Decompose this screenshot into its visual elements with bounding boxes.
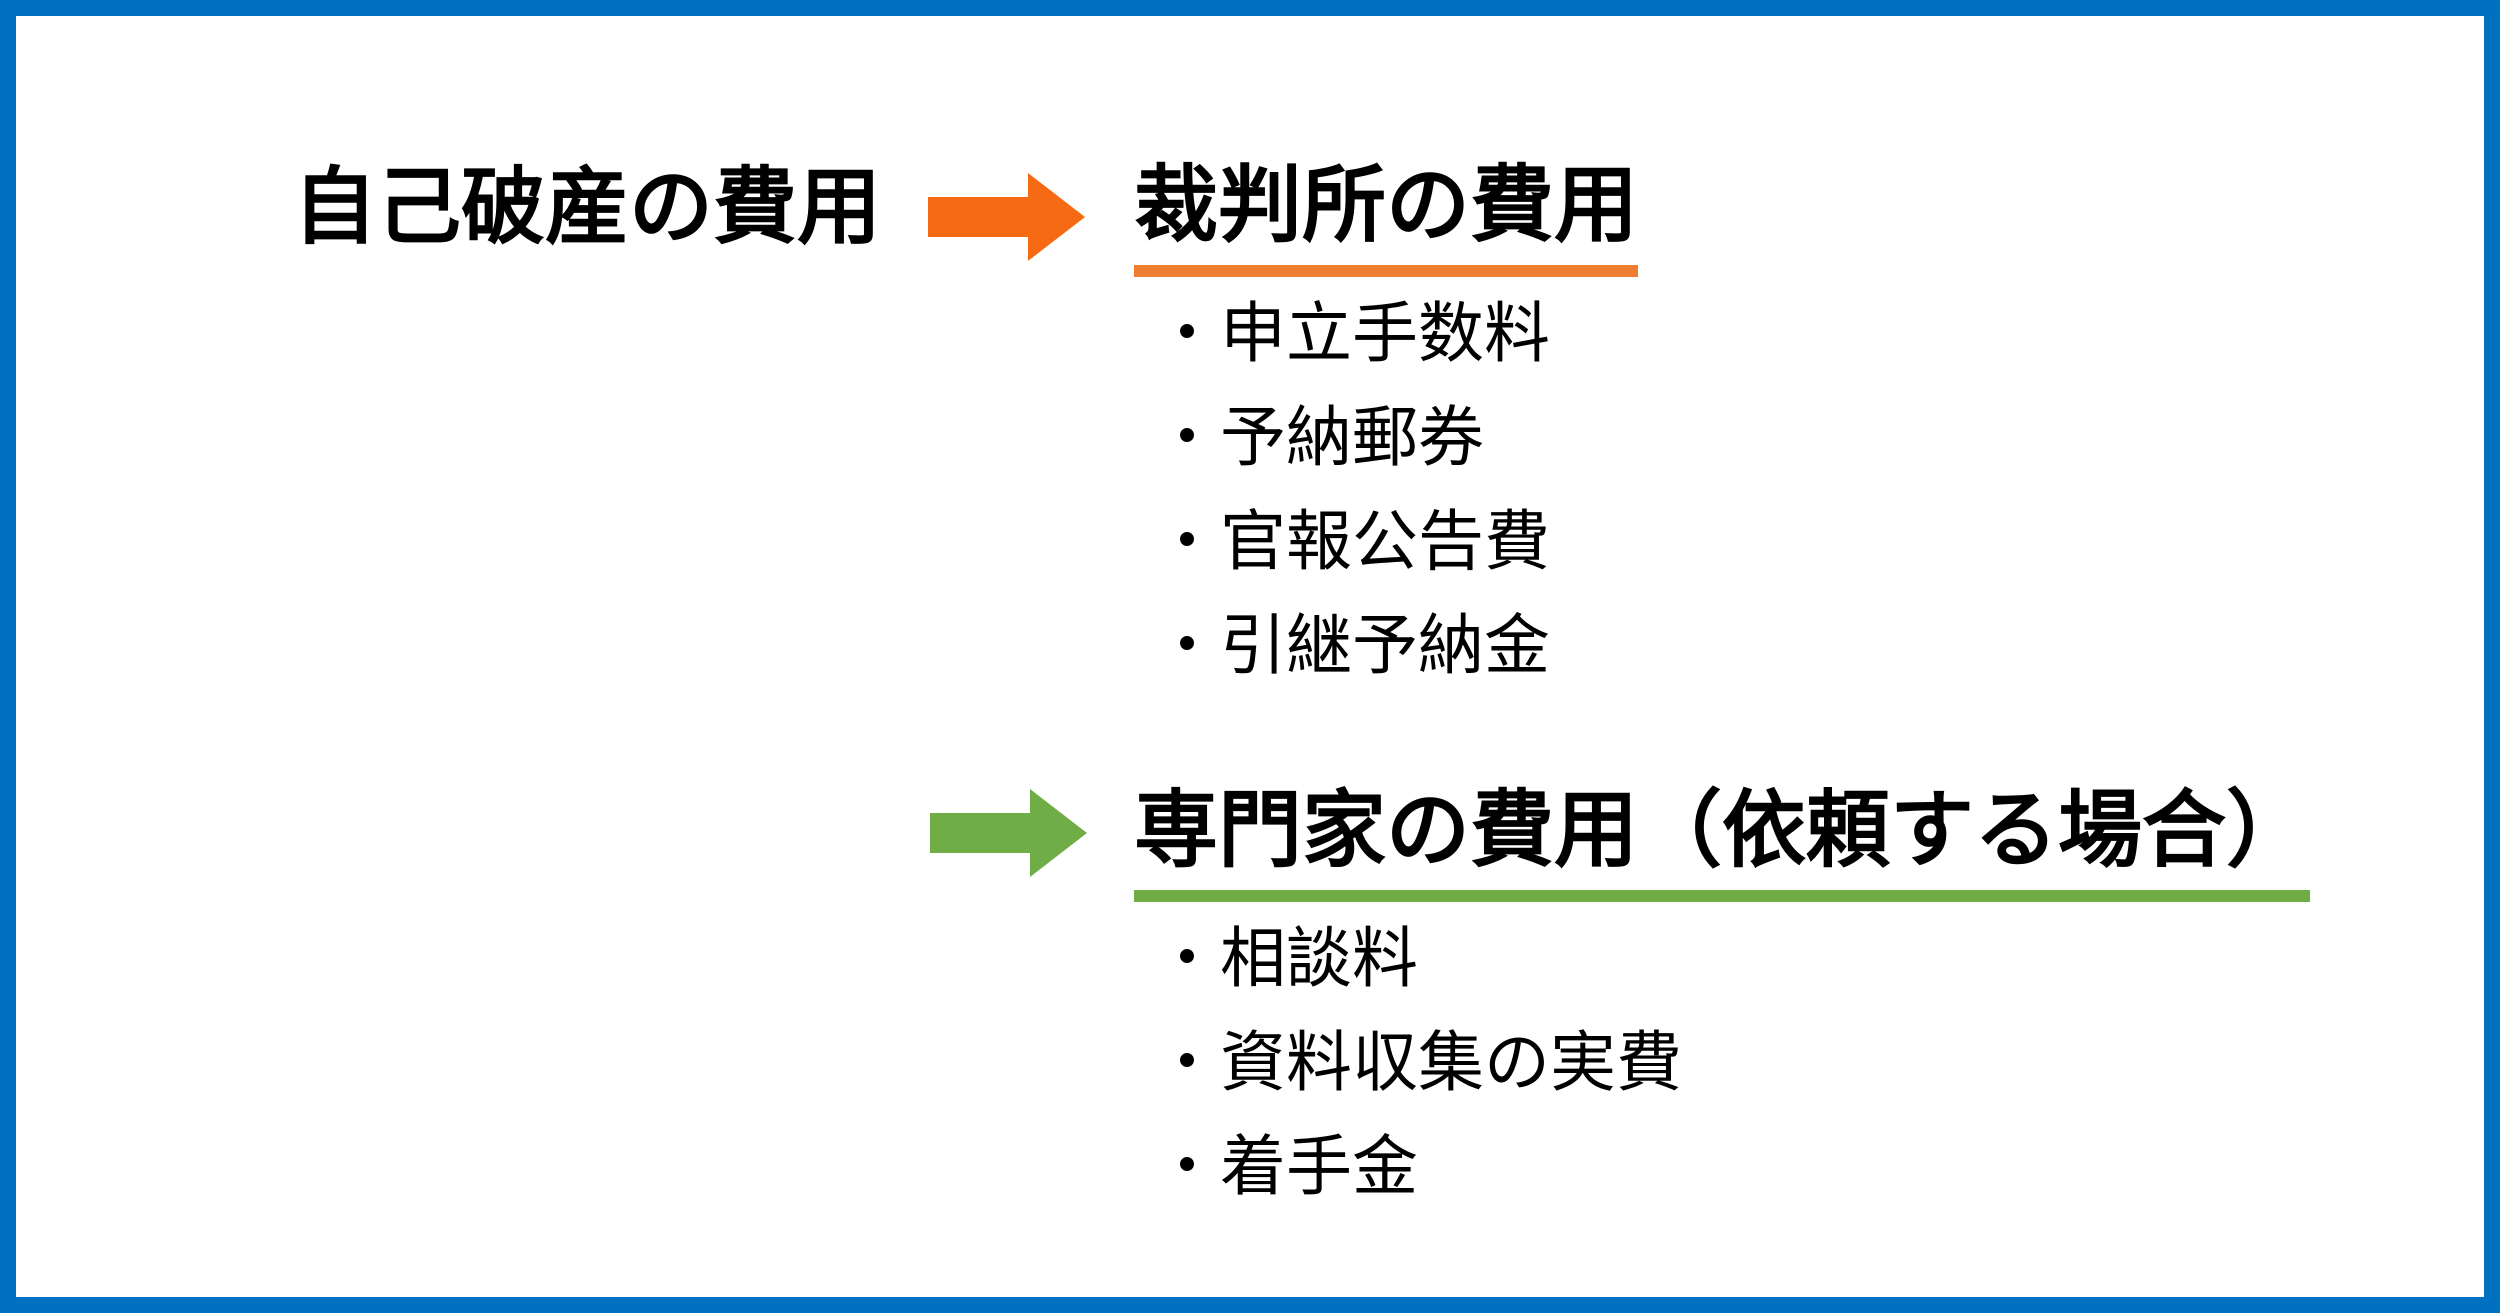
section-expert-costs: 専門家の費用（依頼する場合） ・相談料 ・資料収集の実費 ・着手金 — [1134, 780, 2311, 1218]
list-item: ・官報公告費 — [1154, 504, 1550, 578]
right-arrow-green-icon — [930, 789, 1087, 877]
section-court-costs-heading: 裁判所の費用 — [1134, 155, 1639, 277]
section-court-costs: 裁判所の費用 ・申立手数料 ・予納郵券 ・官報公告費 ・引継予納金 — [1134, 155, 1639, 697]
list-item: ・資料収集の実費 — [1154, 1025, 1682, 1099]
court-costs-list: ・申立手数料 ・予納郵券 ・官報公告費 ・引継予納金 — [1134, 281, 1638, 697]
page-title: 自己破産の費用 — [293, 160, 882, 254]
list-item: ・予納郵券 — [1154, 400, 1484, 474]
list-item: ・申立手数料 — [1154, 296, 1550, 370]
list-item: ・引継予納金 — [1154, 608, 1550, 682]
expert-costs-list: ・相談料 ・資料収集の実費 ・着手金 — [1134, 906, 2310, 1218]
list-item: ・着手金 — [1154, 1129, 1418, 1203]
list-item: ・相談料 — [1154, 921, 1418, 995]
right-arrow-orange-icon — [928, 173, 1085, 261]
section-expert-costs-heading: 専門家の費用（依頼する場合） — [1134, 780, 2311, 902]
